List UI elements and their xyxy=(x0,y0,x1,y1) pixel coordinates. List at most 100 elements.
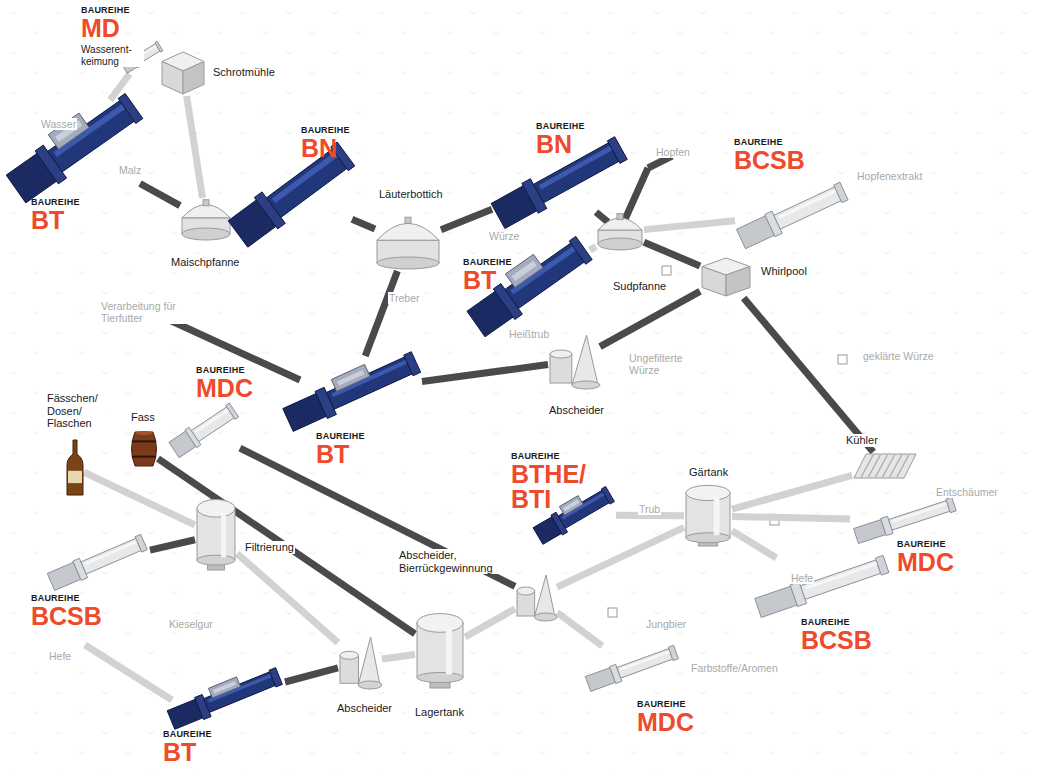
pipe-connector xyxy=(732,475,852,509)
pipe-connector xyxy=(732,516,850,518)
pump-figure xyxy=(582,646,682,690)
pipe-connector xyxy=(465,609,515,637)
pipe-line xyxy=(187,96,203,198)
pipe-line xyxy=(465,609,515,637)
ellipse-shape xyxy=(182,228,230,240)
equipment-label: Whirlpool xyxy=(760,265,808,278)
polygon-shape xyxy=(559,496,583,516)
kettle-figure xyxy=(596,212,644,252)
equipment-label: Schrotmühle xyxy=(212,66,276,79)
series-code: MDC xyxy=(636,710,695,735)
ellipse-shape xyxy=(534,613,557,621)
pipe-connector xyxy=(557,527,684,587)
stream-label: Kieselgur xyxy=(168,618,214,630)
stream-label: Hopfenextrakt xyxy=(856,170,923,182)
kettle-figure xyxy=(180,198,232,242)
cooler-figure xyxy=(852,452,918,480)
ellipse-shape xyxy=(686,533,730,543)
pump-node: BAUREIHEBCSB xyxy=(735,185,850,245)
equipment-node: Abscheider, Bierrückgewinnung xyxy=(515,572,557,622)
line-shape xyxy=(622,168,648,226)
line-shape xyxy=(861,455,873,477)
series-label: BAUREIHE xyxy=(733,138,784,147)
polygon-shape xyxy=(85,540,138,565)
polygon-shape xyxy=(269,668,282,687)
series-code: BN xyxy=(300,136,338,161)
polygon-shape xyxy=(668,645,678,660)
pipe-connector xyxy=(382,654,415,659)
pump-node: BAUREIHEBN xyxy=(492,142,627,222)
ellipse-shape xyxy=(417,614,463,633)
pipe-line xyxy=(285,668,338,682)
pipe-line xyxy=(596,212,608,222)
pipe-connector xyxy=(422,365,548,382)
pump-node: BAUREIHEMDC xyxy=(850,498,960,542)
pipe-line xyxy=(600,291,700,346)
polygon-shape xyxy=(337,370,365,386)
series-label: BAUREIHE xyxy=(800,618,851,627)
pump-figure xyxy=(45,536,150,588)
series-code: BT xyxy=(315,442,350,467)
stream-label: Hefe xyxy=(48,650,72,662)
pump-figure xyxy=(165,670,285,726)
pipe-line xyxy=(590,246,596,250)
polygon-shape xyxy=(505,243,584,309)
series-label: BAUREIHE xyxy=(30,594,81,603)
series-label: BAUREIHE xyxy=(80,6,131,15)
polygon-shape xyxy=(404,352,421,376)
polygon-shape xyxy=(774,187,841,229)
series-code: BT xyxy=(162,740,197,765)
series-code: MD xyxy=(80,16,121,41)
polygon-shape xyxy=(755,586,797,617)
polygon-shape xyxy=(81,538,141,574)
polygon-shape xyxy=(162,62,183,95)
series-label: BAUREIHE xyxy=(535,122,586,131)
kettle-figure xyxy=(375,215,441,271)
pump-node: BAUREIHEBN xyxy=(232,148,352,240)
equipment-node: Kühler xyxy=(852,452,918,480)
pipe-line xyxy=(732,475,852,509)
pipe-connector xyxy=(590,246,596,250)
rect-shape xyxy=(617,214,623,220)
ellipse-shape xyxy=(358,681,382,689)
polygon-shape xyxy=(358,637,380,685)
polygon-shape xyxy=(183,62,204,95)
equipment-node: Maischpfanne xyxy=(180,198,232,242)
pump-figure xyxy=(168,404,240,456)
pipe-connector xyxy=(600,291,700,346)
series-label: BAUREIHE xyxy=(510,452,561,461)
pipe-line xyxy=(422,365,548,382)
equipment-label: Maischpfanne xyxy=(170,256,241,269)
equipment-label: Kühler xyxy=(845,434,879,447)
series-label: BAUREIHE xyxy=(162,730,213,739)
polygon-shape xyxy=(118,94,143,124)
stream-label: Farbstoffe/Aromen xyxy=(690,662,779,674)
equipment-node: Abscheider xyxy=(548,332,600,390)
equipment-label: Filtrierung xyxy=(244,541,295,554)
line-shape xyxy=(883,455,895,477)
series-code: BT xyxy=(462,268,497,293)
polygon-shape xyxy=(875,555,889,575)
pump-node: BAUREIHEMDWasserent- keimung xyxy=(118,40,166,74)
polygon-shape xyxy=(155,41,163,52)
path-shape xyxy=(67,440,83,495)
equipment-label: Abscheider, Bierrückgewinnung xyxy=(398,549,512,574)
absch-figure xyxy=(548,332,600,390)
polygon-shape xyxy=(834,182,848,203)
series-label: BAUREIHE xyxy=(195,366,246,375)
polygon-shape xyxy=(805,562,878,589)
series-label: BAUREIHE xyxy=(896,540,947,549)
polygon-shape xyxy=(512,261,537,281)
pipe-line xyxy=(140,183,180,205)
barrel-figure xyxy=(130,430,158,468)
polygon-shape xyxy=(54,104,126,157)
equipment-node: Läuterbottich xyxy=(375,215,441,271)
equipment-label: Abscheider xyxy=(548,404,605,417)
polygon-shape xyxy=(892,502,948,522)
stream-label: Hefe xyxy=(790,572,814,584)
ellipse-shape xyxy=(417,673,463,683)
equipment-node: Gärtank xyxy=(684,484,732,548)
equipment-node: Abscheider xyxy=(338,634,382,690)
rect-shape xyxy=(405,217,411,223)
